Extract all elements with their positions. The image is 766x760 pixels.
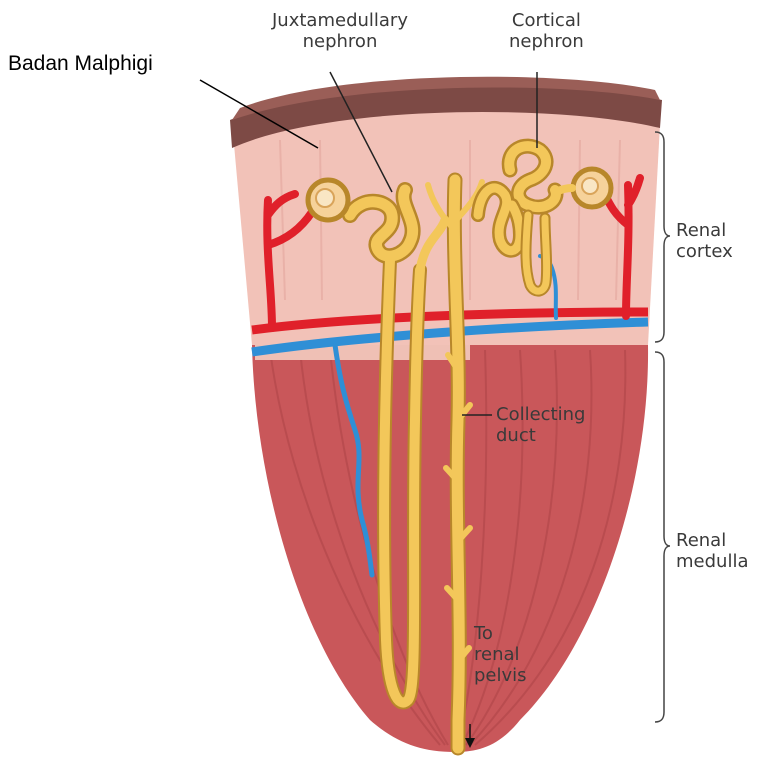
collecting-duct-label: Collecting duct [496,404,585,446]
renal-cortex-label: Renal cortex [676,220,733,262]
badan-malphigi-label: Badan Malphigi [8,52,153,76]
juxtamedullary-nephron-label: Juxtamedullary nephron [272,10,408,52]
to-renal-pelvis-label: To renal pelvis [474,623,527,686]
cortical-nephron-label: Cortical nephron [509,10,584,52]
renal-medulla-label: Renal medulla [676,530,748,572]
renal-medulla-bracket-icon [655,352,670,722]
renal-medulla-tissue [252,345,648,752]
